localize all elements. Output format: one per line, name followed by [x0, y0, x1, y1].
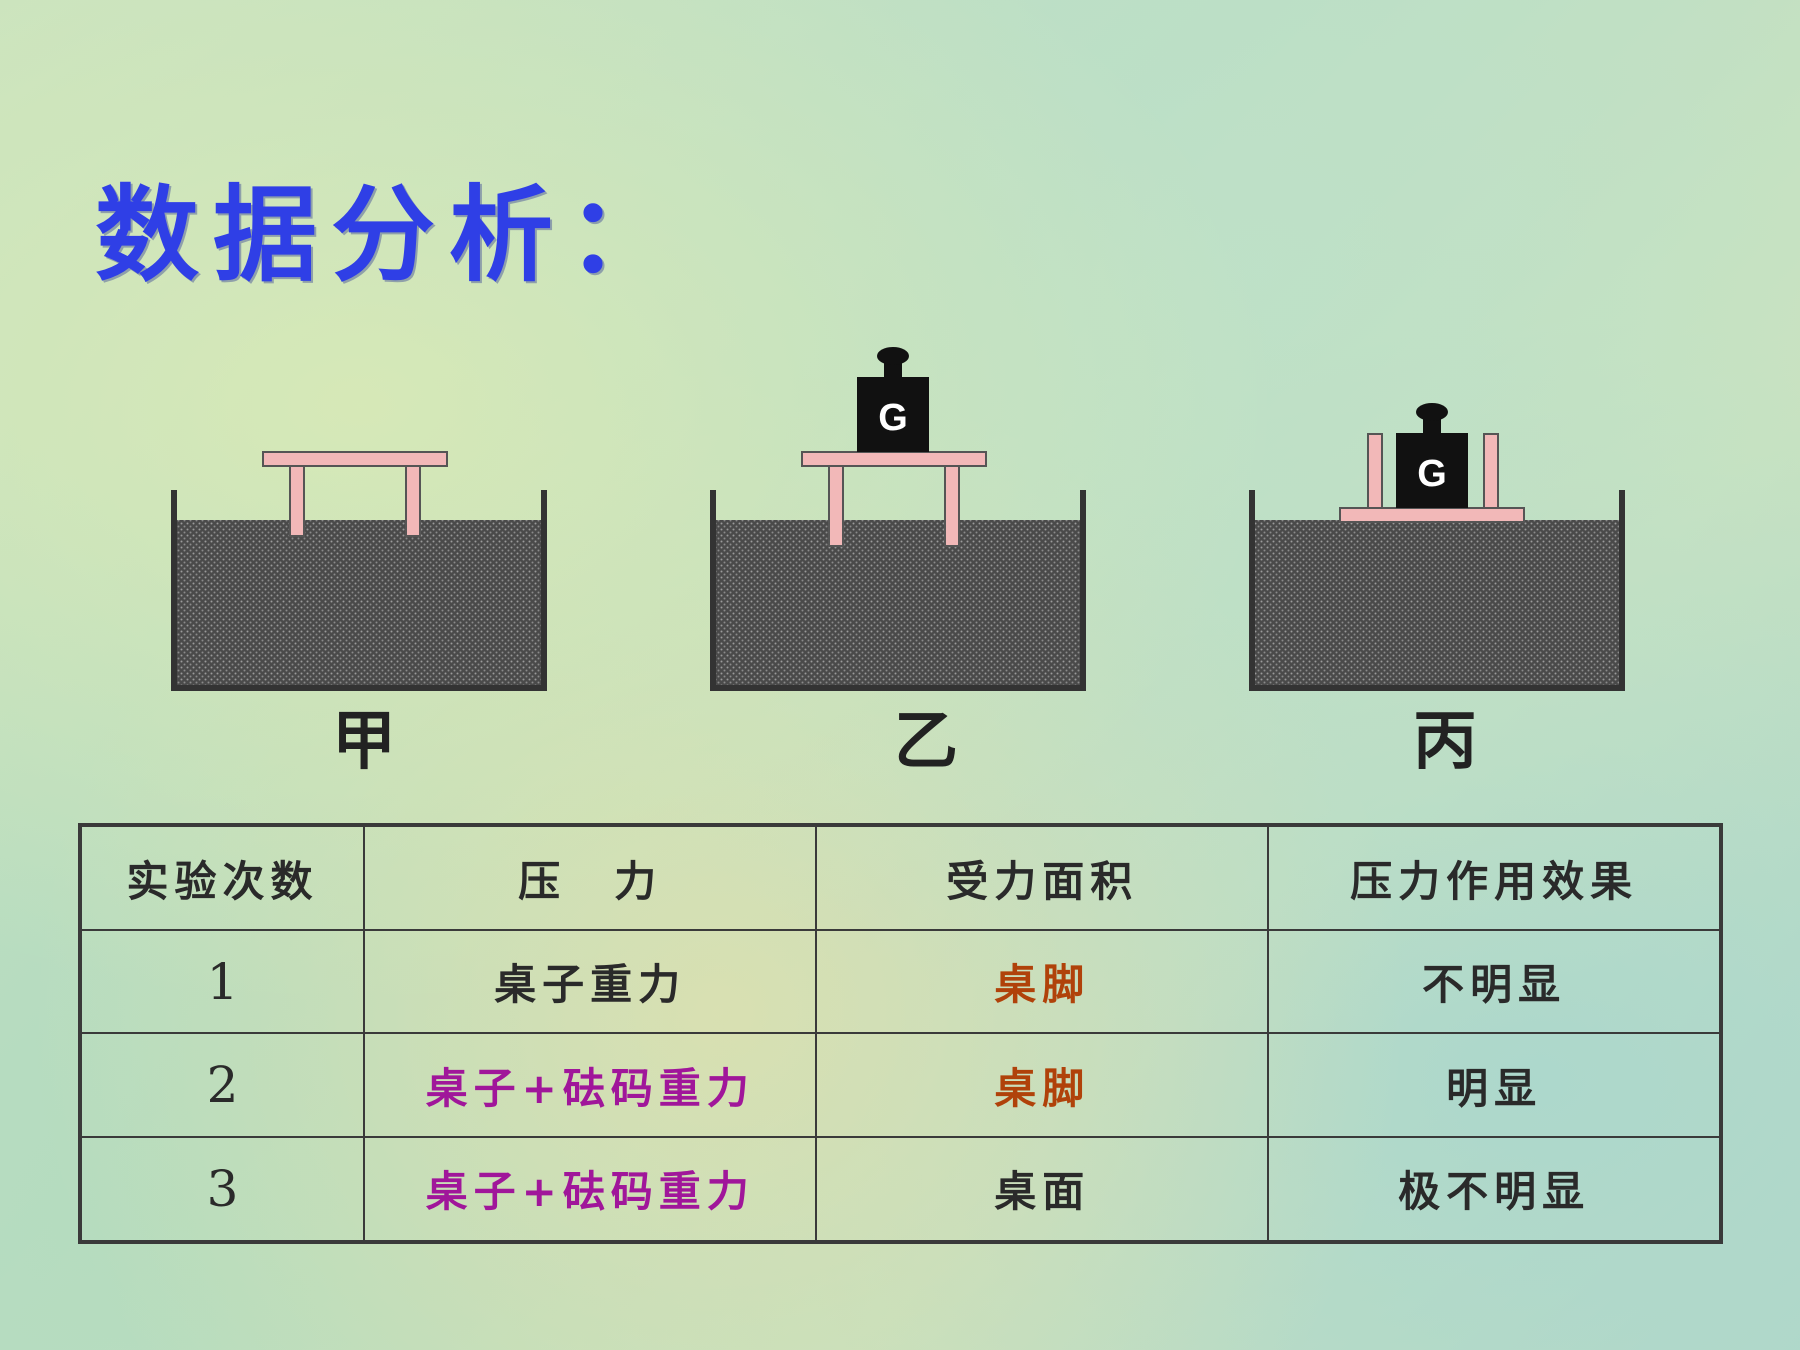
data-table: 实验次数 压 力 受力面积 压力作用效果 1 桌子重力 桌脚 不明显 2 桌子+… — [78, 823, 1723, 1244]
table-row: 3 桌子+砝码重力 桌面 极不明显 — [79, 1135, 1722, 1244]
cell-area: 桌脚 — [815, 1032, 1270, 1138]
cell-effect: 明显 — [1267, 1032, 1722, 1138]
sand-basin-1 — [174, 520, 544, 688]
weight-label-2: G — [878, 397, 908, 439]
basin-wall-3 — [1249, 490, 1625, 691]
table-leg-3a — [1367, 433, 1383, 509]
diagram-label-bing: 丙 — [1413, 705, 1477, 779]
cell-trial: 2 — [79, 1032, 365, 1138]
cell-effect: 不明显 — [1267, 929, 1722, 1035]
weight-label-3: G — [1417, 453, 1447, 495]
table-top-2 — [801, 451, 987, 467]
diagram-jia — [171, 451, 547, 691]
table-top-1 — [262, 451, 448, 467]
cell-pressure: 桌子重力 — [362, 929, 818, 1035]
diagram-label-jia: 甲 — [332, 705, 396, 779]
table-top-3 — [1339, 507, 1525, 523]
weight-neck-3 — [1423, 418, 1441, 433]
weight-body-2 — [857, 377, 929, 452]
experiment-diagrams: G G — [171, 347, 1625, 691]
table-leg-2a — [828, 465, 844, 547]
cell-pressure: 桌子+砝码重力 — [362, 1032, 818, 1138]
diagram-yi: G — [710, 347, 1086, 691]
page-title: 数据分析： — [95, 174, 686, 296]
header-trial: 实验次数 — [79, 823, 365, 932]
cell-trial: 1 — [79, 929, 365, 1035]
weight-knob-3 — [1416, 403, 1448, 421]
table-leg-1b — [405, 465, 421, 537]
cell-area: 桌面 — [815, 1135, 1270, 1244]
weight-knob-2 — [877, 347, 909, 365]
cell-trial: 3 — [79, 1135, 365, 1244]
diagram-label-yi: 乙 — [894, 705, 958, 779]
table-leg-2b — [944, 465, 960, 547]
cell-pressure: 桌子+砝码重力 — [362, 1135, 818, 1244]
basin-wall-1 — [171, 490, 547, 691]
table-leg-3b — [1483, 433, 1499, 509]
table-header-row: 实验次数 压 力 受力面积 压力作用效果 — [79, 823, 1722, 932]
weight-neck-2 — [884, 362, 902, 377]
sand-basin-3 — [1252, 520, 1622, 688]
diagram-bing: G — [1249, 403, 1625, 691]
header-area: 受力面积 — [815, 823, 1270, 932]
table-leg-1a — [289, 465, 305, 537]
table-row: 2 桌子+砝码重力 桌脚 明显 — [79, 1032, 1722, 1138]
sand-basin-2 — [713, 520, 1083, 688]
cell-effect: 极不明显 — [1267, 1135, 1722, 1244]
header-effect: 压力作用效果 — [1267, 823, 1722, 932]
header-pressure: 压 力 — [362, 823, 818, 932]
basin-wall-2 — [710, 490, 1086, 691]
cell-area: 桌脚 — [815, 929, 1270, 1035]
table-row: 1 桌子重力 桌脚 不明显 — [79, 929, 1722, 1035]
weight-body-3 — [1396, 433, 1468, 508]
